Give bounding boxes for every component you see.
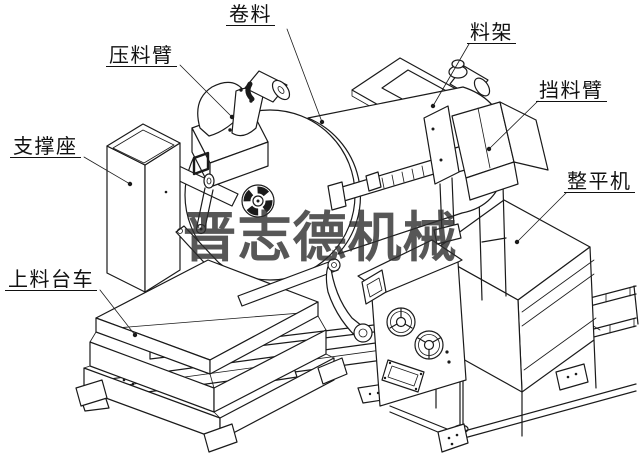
- entry-swing-arm: [237, 258, 373, 343]
- support-base: [106, 123, 181, 293]
- label-loading-cart: 上料台车: [5, 268, 97, 291]
- mandrel-hub: [241, 184, 275, 218]
- label-press-arm: 压料臂: [106, 44, 177, 67]
- loading-cart: [75, 259, 348, 453]
- leveler-control-panel: [381, 359, 425, 393]
- leveler-handwheels: [386, 307, 444, 360]
- label-stop-arm: 挡料臂: [536, 79, 607, 102]
- label-coil: 卷料: [226, 3, 275, 26]
- label-support-base: 支撑座: [10, 135, 81, 158]
- press-arm: [175, 70, 291, 272]
- press-roller: [244, 70, 291, 103]
- leveler-machine: [357, 199, 639, 453]
- label-rack: 料架: [467, 21, 516, 44]
- stop-arm-assembly: [327, 101, 549, 245]
- watermark-text: 晋志德机械: [182, 206, 458, 269]
- label-leveler: 整平机: [564, 170, 635, 193]
- leader-lines: [83, 28, 567, 338]
